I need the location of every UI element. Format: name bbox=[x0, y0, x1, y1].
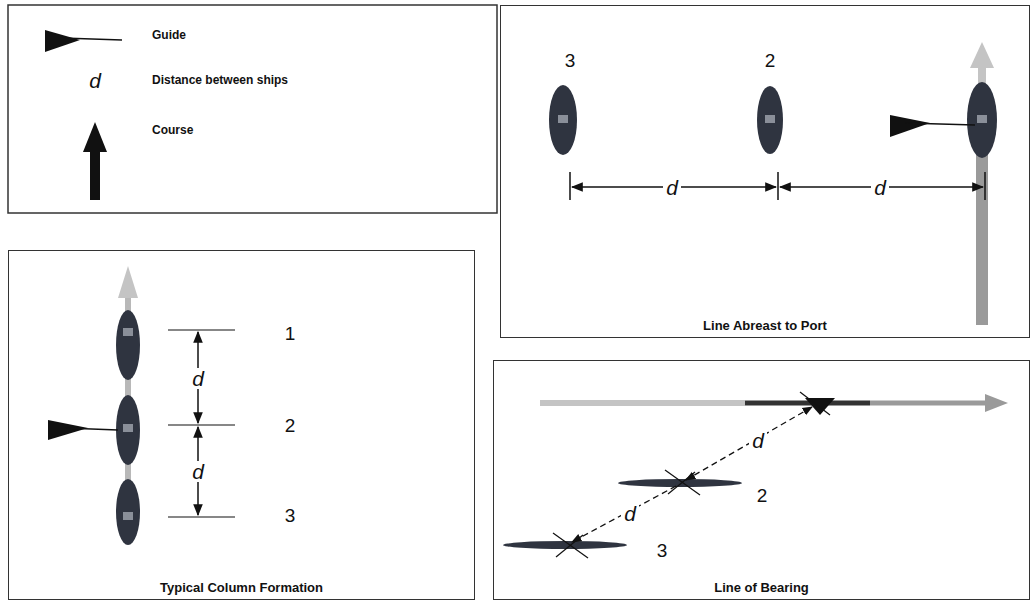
legend-text: Distance between ships bbox=[152, 73, 288, 87]
formation-panel: Line of Bearing bbox=[493, 360, 1030, 600]
distance-label: d bbox=[663, 177, 681, 198]
course-arrow-symbol bbox=[83, 122, 107, 200]
ship-number: 1 bbox=[285, 324, 296, 343]
legend-text: Guide bbox=[152, 28, 186, 42]
line-abreast-illustration bbox=[549, 42, 997, 325]
legend-text: Course bbox=[152, 123, 193, 137]
formation-panel: Typical Column Formation bbox=[8, 250, 475, 600]
distance-label: d bbox=[189, 368, 207, 389]
distance-symbol: d bbox=[86, 70, 104, 91]
distance-label: d bbox=[749, 430, 767, 451]
ship-number: 2 bbox=[765, 51, 776, 70]
guide-flag-symbol bbox=[45, 30, 122, 52]
distance-label: d bbox=[189, 461, 207, 482]
distance-label: d bbox=[621, 503, 639, 524]
distance-label: d bbox=[871, 177, 889, 198]
ship-number: 3 bbox=[285, 506, 296, 525]
legend-panel bbox=[8, 5, 497, 213]
line-of-bearing-illustration bbox=[503, 392, 1008, 558]
panel-caption: Typical Column Formation bbox=[9, 580, 474, 595]
ship-number: 2 bbox=[757, 486, 768, 505]
ship-number: 3 bbox=[657, 541, 668, 560]
ship-number: 3 bbox=[565, 51, 576, 70]
panel-caption: Line Abreast to Port bbox=[501, 318, 1029, 333]
panel-caption: Line of Bearing bbox=[494, 580, 1029, 595]
ship-number: 2 bbox=[285, 416, 296, 435]
column-illustration bbox=[48, 266, 235, 545]
